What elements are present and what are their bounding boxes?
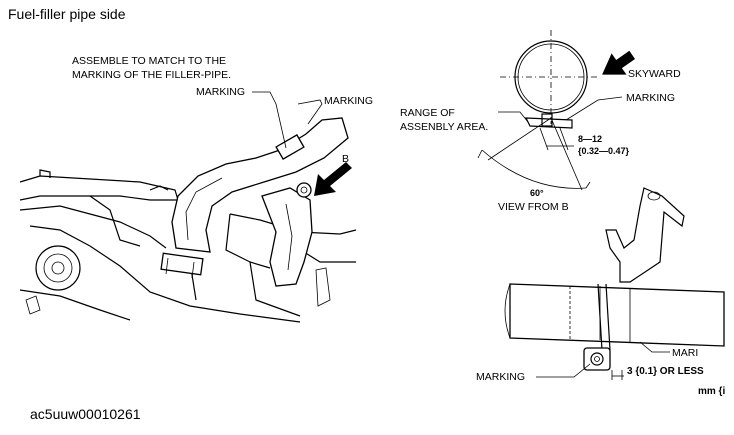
marking-label: MARKING	[196, 86, 245, 98]
vehicle-body-illustration	[19, 169, 357, 323]
dimension-label: 3 {0.1} OR LESS	[627, 366, 704, 377]
skyward-label: SKYWARD	[628, 68, 681, 80]
marking-label: MARKING	[324, 95, 373, 107]
leader-line	[565, 96, 623, 121]
bracket-hose-illustration	[504, 187, 725, 380]
marking-label: MARKING	[626, 92, 675, 104]
unit-label: mm {i	[698, 386, 725, 397]
leader-line	[252, 91, 287, 149]
leader-line	[498, 111, 529, 123]
leader-line	[536, 363, 591, 378]
view-letter-label: B	[342, 153, 349, 165]
marking-label: MARKING	[476, 371, 525, 383]
note-line-2: MARKING OF THE FILLER-PIPE.	[72, 69, 231, 81]
view-from-b-illustration	[477, 30, 636, 191]
marking-label-cut: MARI	[672, 347, 698, 359]
view-direction-arrow	[314, 162, 352, 196]
leader-line	[639, 341, 670, 353]
range-label-line-1: RANGE OF	[400, 107, 455, 119]
angle-label: 60°	[530, 188, 544, 198]
dimension-range-inch-label: {0.32—0.47}	[578, 146, 630, 156]
view-caption: VIEW FROM B	[498, 201, 569, 213]
page-title: Fuel-filler pipe side	[8, 6, 126, 22]
hose-clamp	[160, 134, 312, 279]
leader-line	[297, 99, 323, 125]
dimension-range-label: 8—12	[578, 134, 602, 144]
document-id: ac5uuw00010261	[30, 406, 141, 422]
note-line-1: ASSEMBLE TO MATCH TO THE	[72, 55, 226, 67]
filler-hose	[171, 117, 349, 287]
range-label-line-2: ASSENBLY AREA.	[400, 121, 488, 133]
